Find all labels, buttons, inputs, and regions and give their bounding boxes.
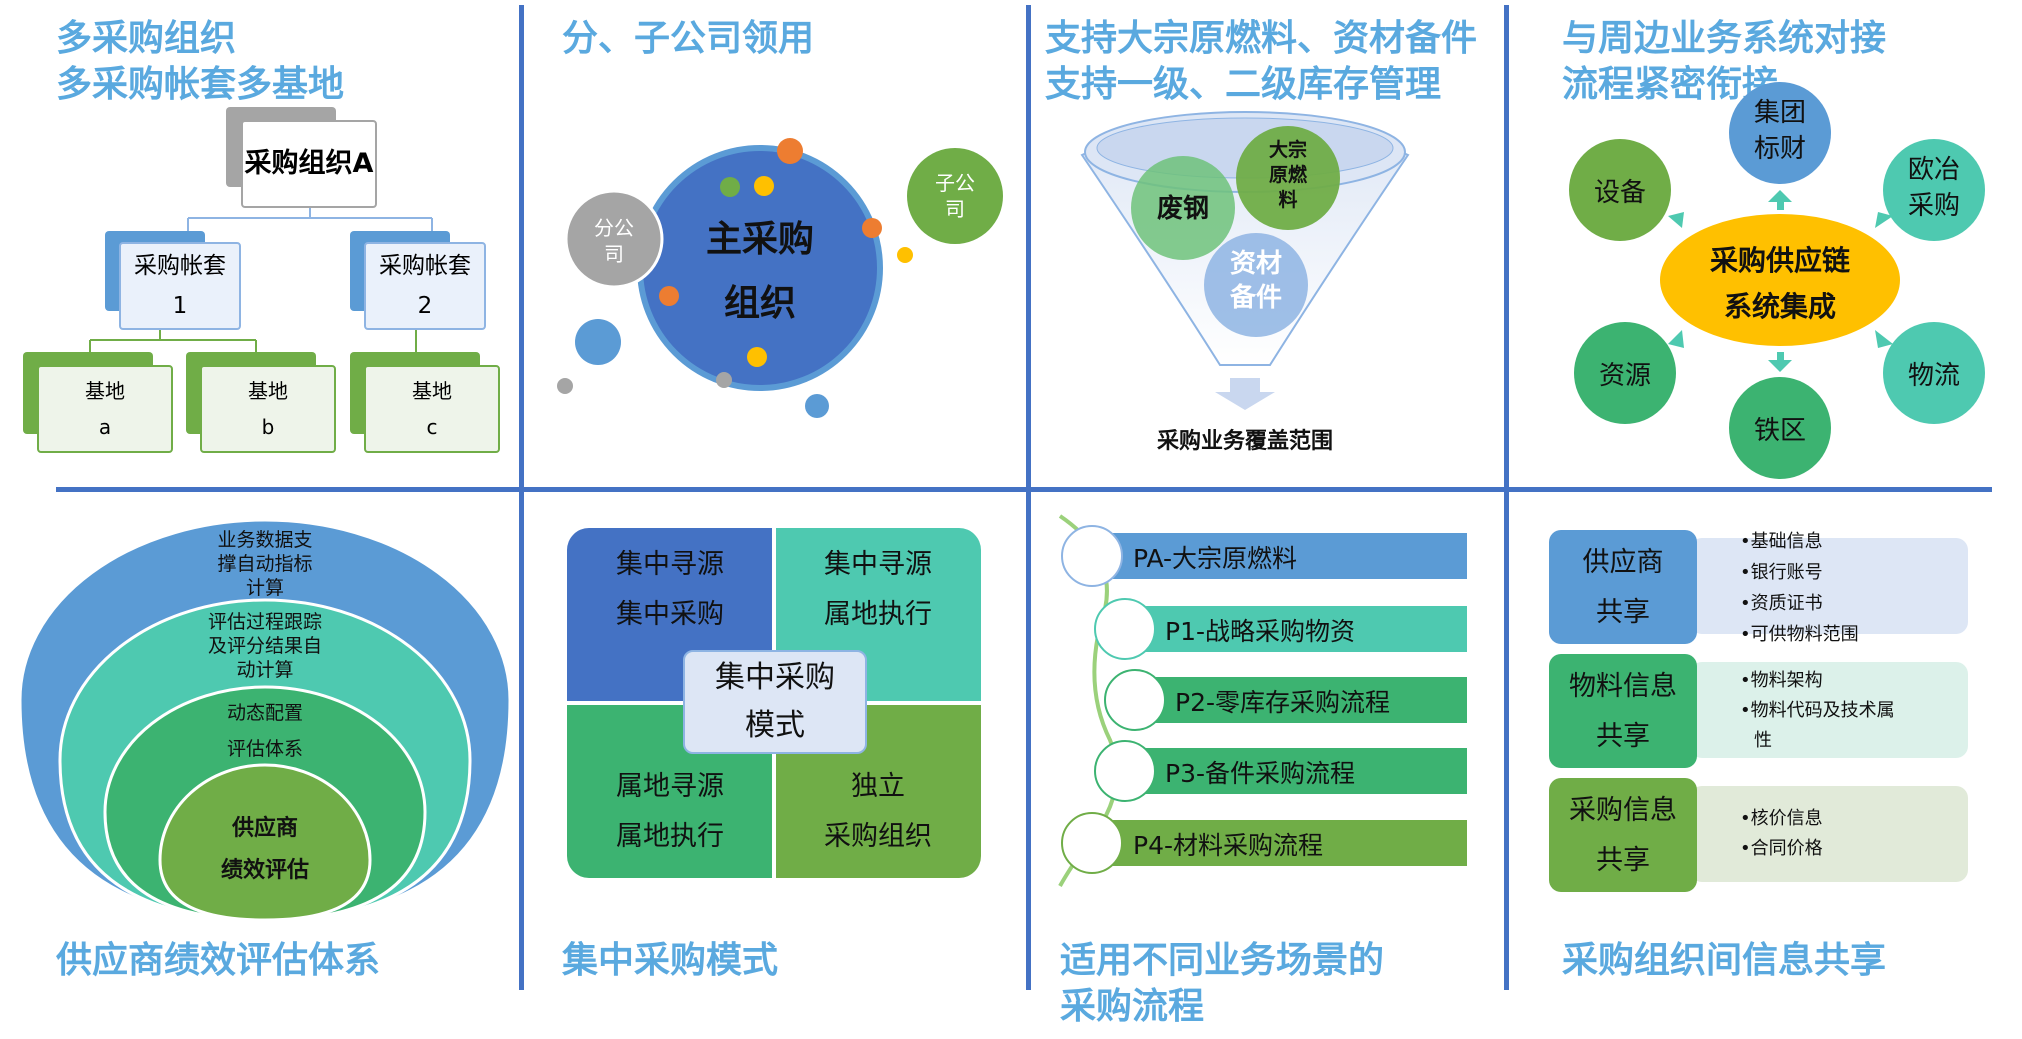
panel5-title: 供应商绩效评估体系 bbox=[56, 940, 381, 981]
process-dot-3 bbox=[1094, 740, 1156, 802]
bulk-circle bbox=[1236, 126, 1340, 230]
share-row-3-bullets: •核价信息•合同价格 bbox=[1740, 808, 1823, 859]
share-row-1-detail bbox=[1690, 538, 1968, 634]
node-euye-label: 欧冶采购 bbox=[1907, 155, 1960, 221]
sub-circle bbox=[907, 148, 1003, 244]
branch-label: 分公司 bbox=[594, 216, 634, 266]
branch-circle bbox=[564, 189, 664, 289]
process-dot-4 bbox=[1061, 812, 1123, 874]
divider-v1 bbox=[519, 5, 524, 990]
center-mode-box: 集中采购模式 bbox=[683, 650, 867, 754]
share-row-1-bullets: •基础信息•银行账号•资质证书•可供物料范围 bbox=[1740, 531, 1859, 645]
divider-v2 bbox=[1026, 5, 1031, 990]
node-group bbox=[1729, 82, 1831, 184]
node-logistics-label: 物流 bbox=[1907, 361, 1960, 391]
process-bar-0 bbox=[1090, 533, 1467, 579]
panel1-title: 多采购组织多采购帐套多基地 bbox=[56, 18, 345, 105]
node-resource-label: 资源 bbox=[1598, 361, 1651, 391]
spares-circle bbox=[1204, 233, 1308, 337]
node-resource bbox=[1574, 322, 1676, 424]
scrap-label: 废钢 bbox=[1156, 194, 1209, 224]
scrap-circle bbox=[1131, 156, 1235, 260]
ring-2-label: 评估过程跟踪及评分结果自动计算 bbox=[207, 611, 322, 681]
node-rail bbox=[1729, 377, 1831, 479]
process-label-4: P4-材料采购流程 bbox=[1133, 831, 1324, 860]
bulk-label: 大宗原燃料 bbox=[1268, 139, 1307, 211]
share-row-2-label-box bbox=[1549, 654, 1697, 768]
share-row-3-label: 采购信息共享 bbox=[1569, 795, 1677, 876]
org-a-box: 采购组织A bbox=[241, 120, 377, 208]
panel4-title: 与周边业务系统对接流程紧密衔接 bbox=[1562, 18, 1887, 105]
ring-4-label: 供应商绩效评估 bbox=[220, 816, 309, 883]
node-rail-label: 铁区 bbox=[1753, 416, 1806, 446]
main-org-label: 主采购组织 bbox=[705, 219, 814, 324]
process-dot-2 bbox=[1104, 669, 1166, 731]
node-logistics bbox=[1883, 322, 1985, 424]
node-euye bbox=[1883, 139, 1985, 241]
q1-label: 集中寻源集中采购 bbox=[616, 549, 724, 630]
spares-label: 资材备件 bbox=[1229, 249, 1282, 313]
center-ellipse bbox=[1660, 214, 1900, 346]
process-dot-1 bbox=[1094, 598, 1156, 660]
process-bar-3 bbox=[1120, 748, 1467, 794]
share-row-1-label-box bbox=[1549, 530, 1697, 644]
process-bar-4 bbox=[1090, 820, 1467, 866]
share-row-2-label: 物料信息共享 bbox=[1569, 671, 1677, 752]
funnel-caption: 采购业务覆盖范围 bbox=[1156, 429, 1333, 454]
q2-label: 集中寻源属地执行 bbox=[824, 549, 932, 630]
process-bar-1 bbox=[1120, 606, 1467, 652]
panel7-title: 适用不同业务场景的采购流程 bbox=[1060, 940, 1385, 1027]
share-row-1-label: 供应商共享 bbox=[1582, 547, 1664, 628]
ring-1-label: 业务数据支撑自动指标计算 bbox=[217, 529, 313, 599]
node-equip-label: 设备 bbox=[1593, 178, 1646, 208]
process-label-1: P1-战略采购物资 bbox=[1165, 617, 1356, 646]
panel6-title: 集中采购模式 bbox=[562, 940, 779, 981]
q4-label: 独立采购组织 bbox=[824, 771, 932, 852]
process-dot-0 bbox=[1061, 525, 1123, 587]
q3-label: 属地寻源属地执行 bbox=[616, 771, 724, 852]
divider-h bbox=[56, 487, 1992, 492]
process-label-3: P3-备件采购流程 bbox=[1165, 759, 1356, 788]
sub-label: 子公司 bbox=[935, 171, 975, 221]
share-row-2-bullets: •物料架构•物料代码及技术属性 bbox=[1740, 670, 1895, 751]
share-row-3-detail bbox=[1690, 786, 1968, 882]
panel3-title: 支持大宗原燃料、资材备件支持一级、二级库存管理 bbox=[1045, 18, 1478, 105]
process-label-2: P2-零库存采购流程 bbox=[1175, 688, 1391, 717]
process-label-0: PA-大宗原燃料 bbox=[1133, 544, 1298, 573]
divider-v3 bbox=[1504, 5, 1509, 990]
node-group-label: 集团标财 bbox=[1753, 98, 1806, 164]
panel2-title: 分、子公司领用 bbox=[562, 18, 815, 59]
node-equip bbox=[1569, 139, 1671, 241]
center-label: 采购供应链系统集成 bbox=[1709, 244, 1850, 323]
share-row-3-label-box bbox=[1549, 778, 1697, 892]
panel8-title: 采购组织间信息共享 bbox=[1562, 940, 1887, 981]
process-bar-2 bbox=[1130, 677, 1467, 723]
share-row-2-detail bbox=[1690, 662, 1968, 758]
ring-3-label: 动态配置评估体系 bbox=[226, 702, 303, 760]
ring-4 bbox=[158, 763, 372, 922]
